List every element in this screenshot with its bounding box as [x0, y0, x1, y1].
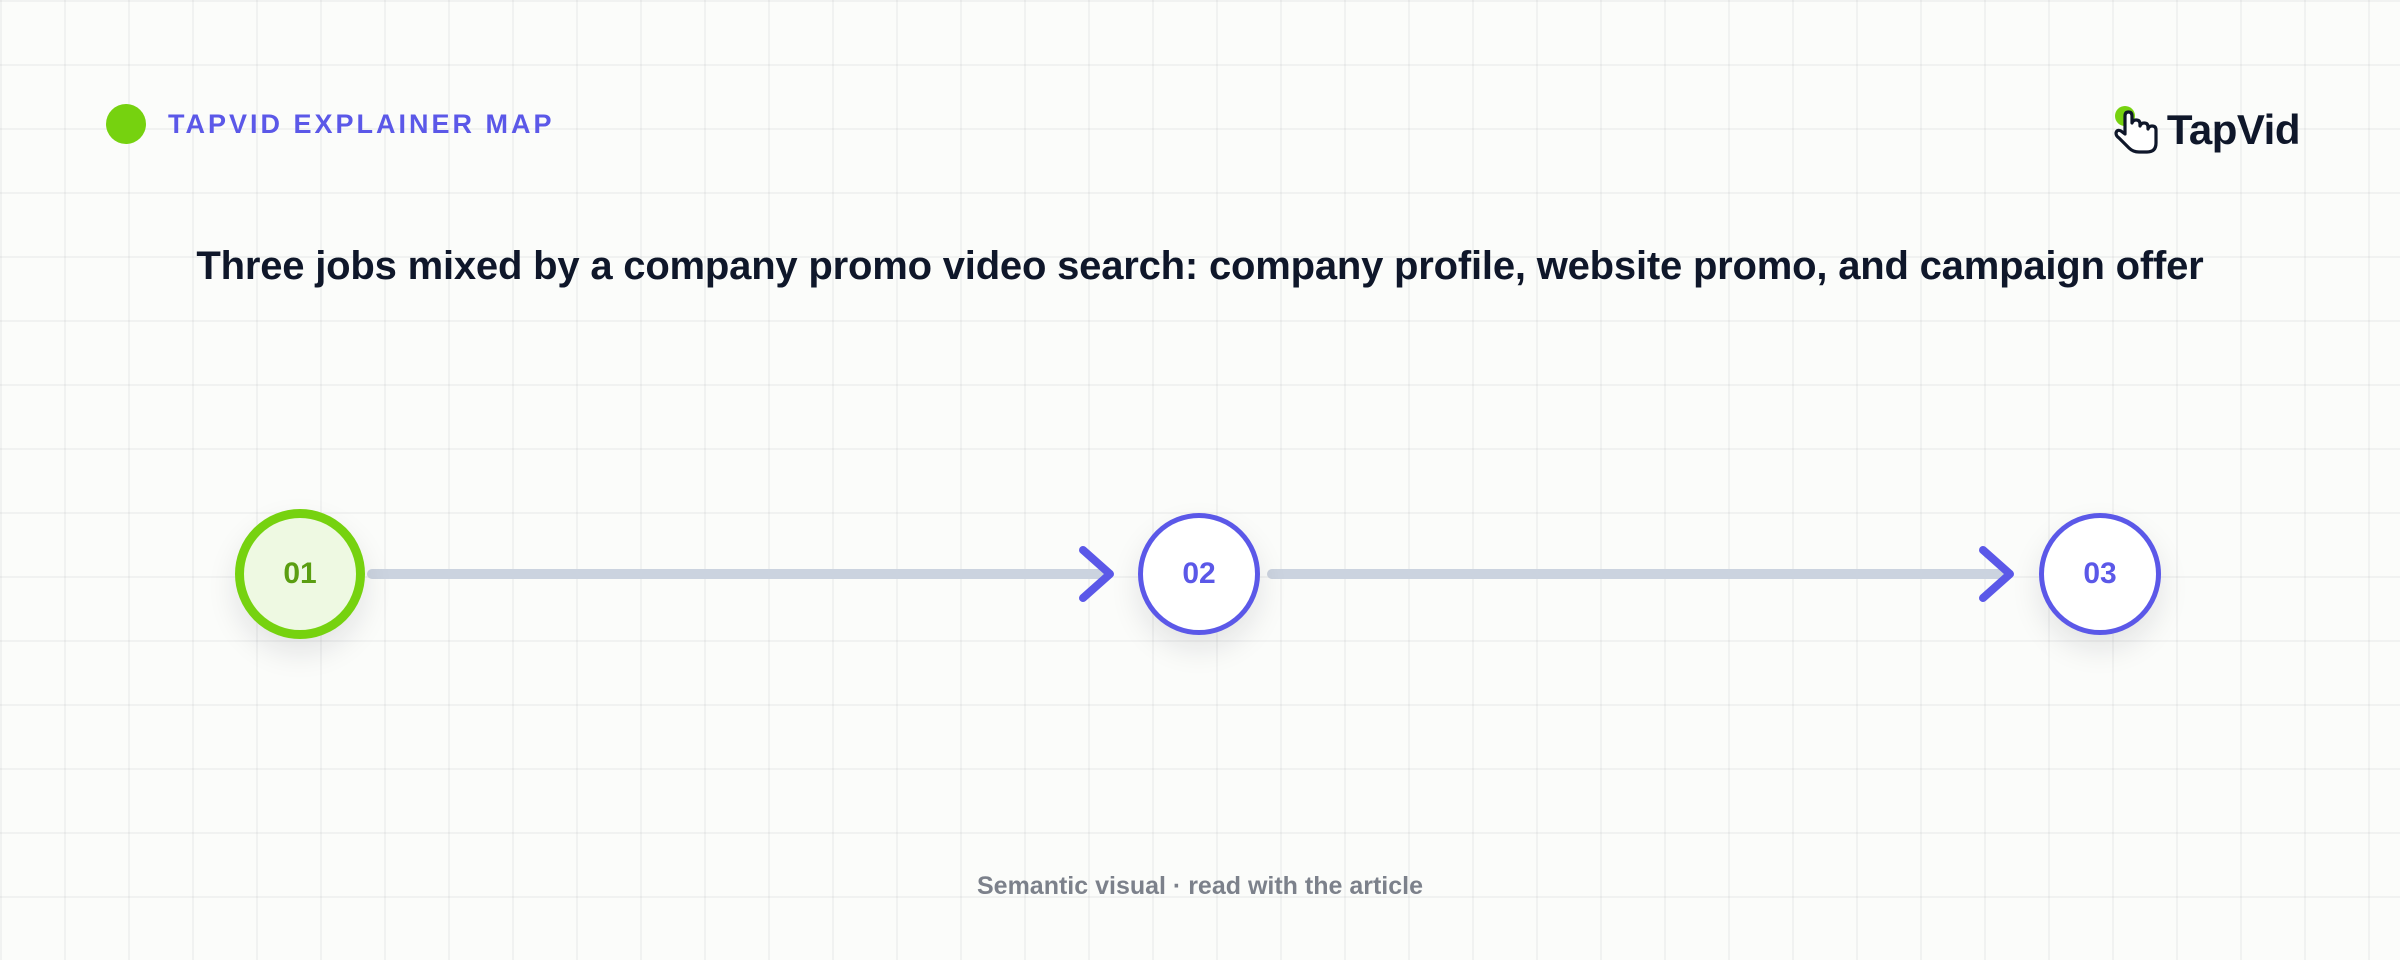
eyebrow-dot — [106, 104, 146, 144]
step-node-02: 02 — [1138, 513, 1260, 635]
pointing-hand-cursor-icon — [2114, 106, 2158, 154]
step-node-03: 03 — [2039, 513, 2161, 635]
brand-logo: TapVid — [2111, 100, 2301, 160]
brand-name: TapVid — [2166, 106, 2301, 153]
arrowhead-icon — [1979, 546, 2014, 602]
eyebrow-label: TAPVID EXPLAINER MAP — [168, 108, 555, 139]
footer-note: Semantic visual · read with the article — [977, 872, 1423, 900]
step-node-01: 01 — [235, 509, 365, 639]
diagram-title: Three jobs mixed by a company promo vide… — [196, 244, 2204, 288]
eyebrow: TAPVID EXPLAINER MAP — [106, 104, 555, 144]
arrowhead-icon — [1079, 546, 1114, 602]
